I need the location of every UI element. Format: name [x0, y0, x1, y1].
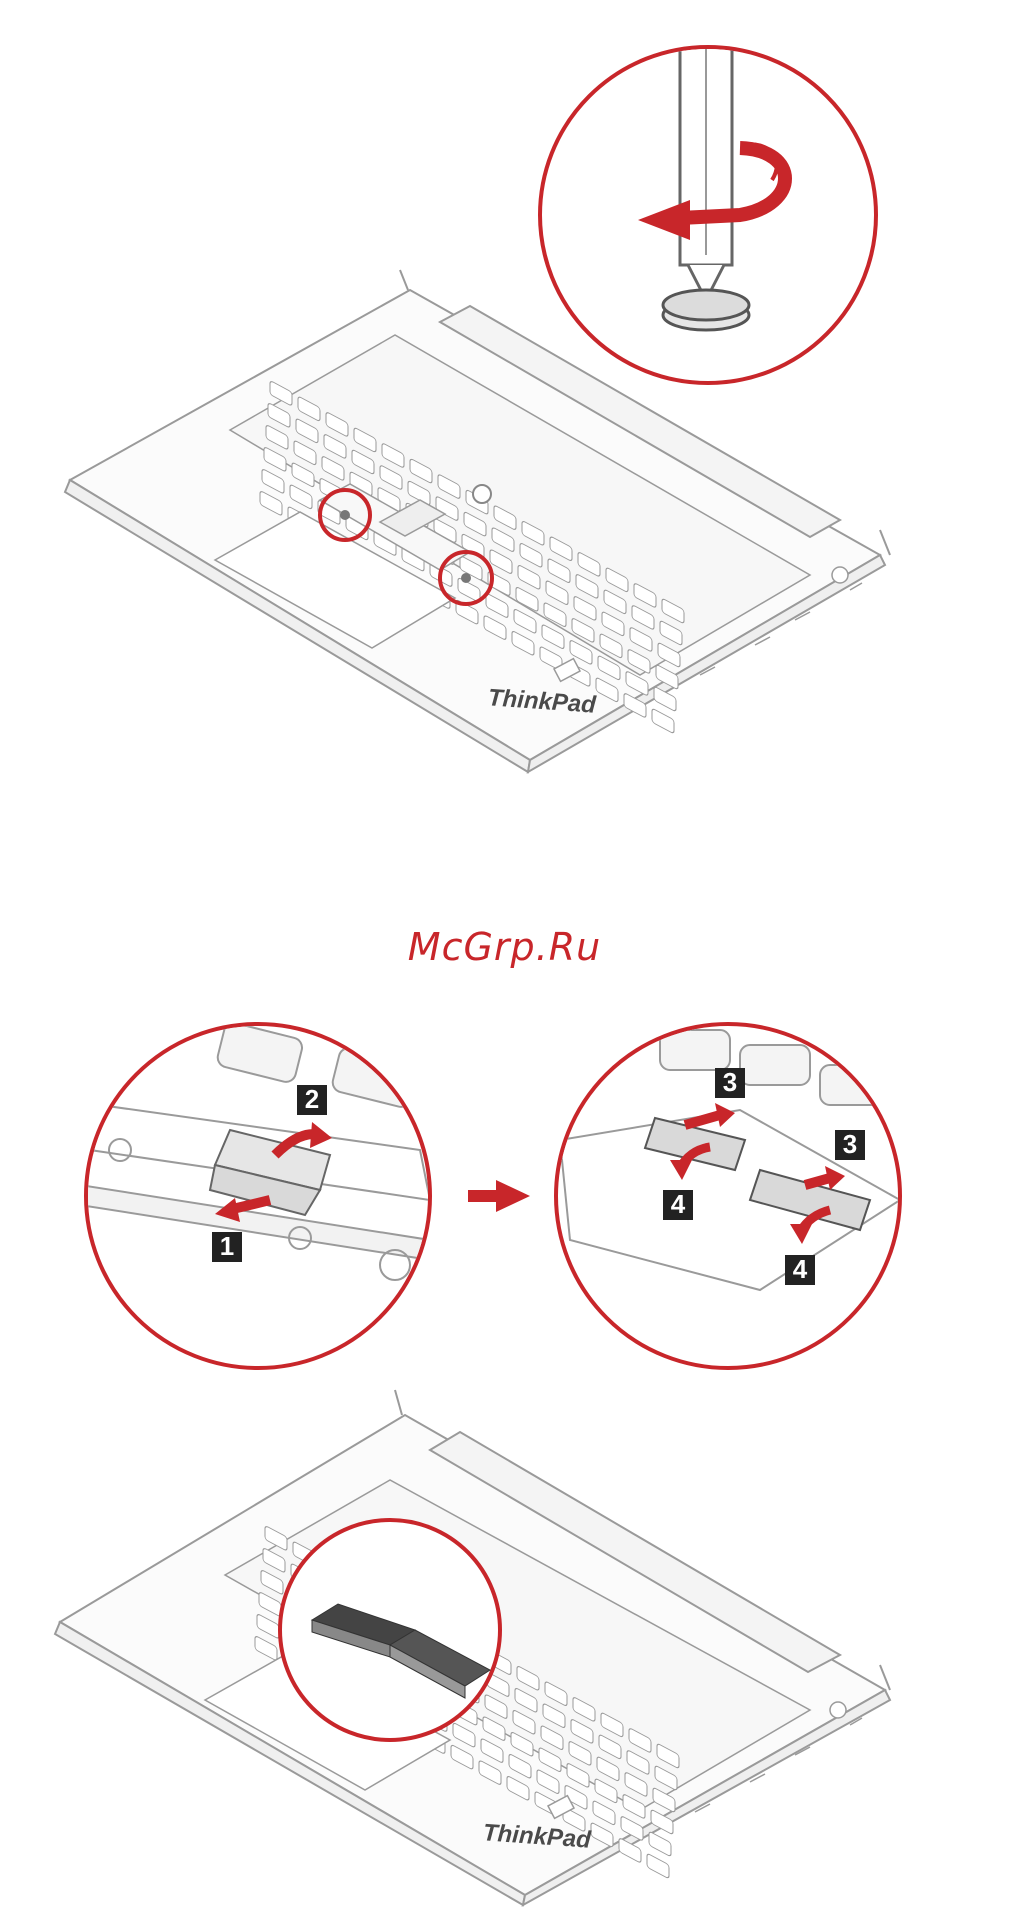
screw-icon — [340, 510, 350, 520]
screwdriver-callout — [540, 40, 876, 383]
step-badge-3b-label: 3 — [843, 1129, 857, 1159]
step-badge-2-label: 2 — [305, 1084, 319, 1114]
power-button-icon — [830, 1702, 846, 1718]
keyboard-key — [652, 708, 674, 734]
trackpoint — [473, 485, 491, 503]
buttons-highlight — [280, 1520, 500, 1740]
slide-arrow-icon — [805, 1178, 830, 1185]
screw-icon — [461, 573, 471, 583]
callout-left: 1 2 — [80, 1021, 430, 1368]
step-badge-3a-label: 3 — [723, 1067, 737, 1097]
step-badge-4a-label: 4 — [671, 1189, 686, 1219]
next-arrow-icon — [468, 1180, 530, 1212]
step-badge-1-label: 1 — [220, 1231, 234, 1261]
callout-right: 3 4 3 4 — [556, 1024, 900, 1368]
step-badge-4b-label: 4 — [793, 1254, 808, 1284]
laptop-illustration-bottom: 1 2 — [0, 1000, 1009, 1913]
screw-head-icon — [663, 290, 749, 320]
figure-detach-buttons: 1 2 — [0, 1000, 1009, 1913]
laptop-illustration-top: ThinkPad — [0, 0, 1009, 800]
figure-remove-screws: ThinkPad — [0, 0, 1009, 800]
keyboard-key — [649, 1831, 671, 1857]
power-button-icon — [832, 567, 848, 583]
watermark: McGrp.Ru — [0, 925, 1009, 969]
keyboard-key — [647, 1853, 669, 1879]
